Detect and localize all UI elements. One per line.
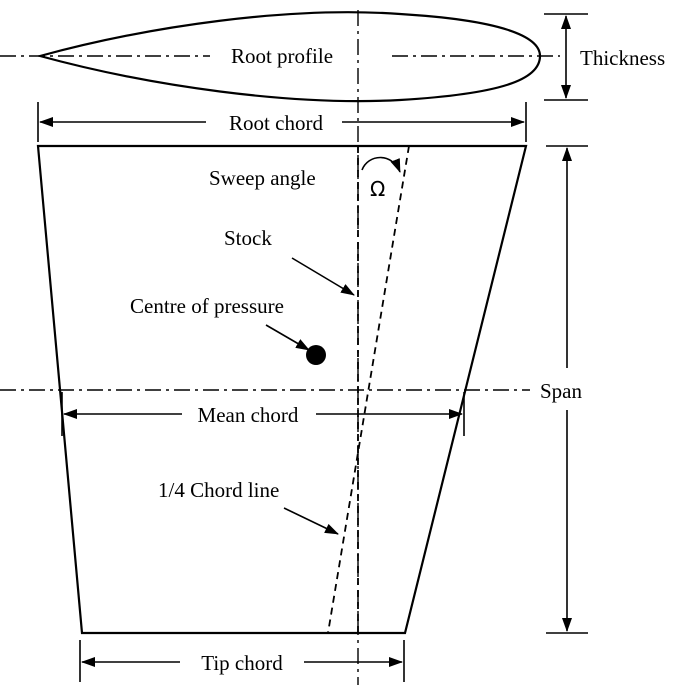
thickness-dimension: Thickness [544,13,665,101]
root-profile-label: Root profile [231,44,333,68]
mean-chord-label: Mean chord [198,403,299,427]
quarter-chord-line [327,145,410,634]
centre-of-pressure-label: Centre of pressure [130,294,284,318]
rudder-planform-outline [36,144,528,635]
omega-symbol: Ω [370,177,385,201]
tip-chord-label: Tip chord [201,651,283,675]
quarter-chord-leader [283,507,339,535]
thickness-label: Thickness [580,46,665,70]
sweep-angle-label: Sweep angle [209,166,316,190]
quarter-chord-label: 1/4 Chord line [158,478,279,502]
stock-leader [291,257,355,296]
tip-chord-dimension: Tip chord [79,640,405,682]
root-chord-dimension: Root chord [37,102,527,142]
mean-chord-dimension: Mean chord [61,392,465,436]
span-label: Span [540,379,583,403]
centre-of-pressure-leader [265,324,310,351]
stock-label: Stock [224,226,272,250]
root-profile-group: Root profile [0,11,560,103]
centre-of-pressure-dot [306,345,326,365]
root-chord-label: Root chord [229,111,323,135]
sweep-angle-arc [361,156,401,173]
span-dimension: Span [540,145,588,634]
